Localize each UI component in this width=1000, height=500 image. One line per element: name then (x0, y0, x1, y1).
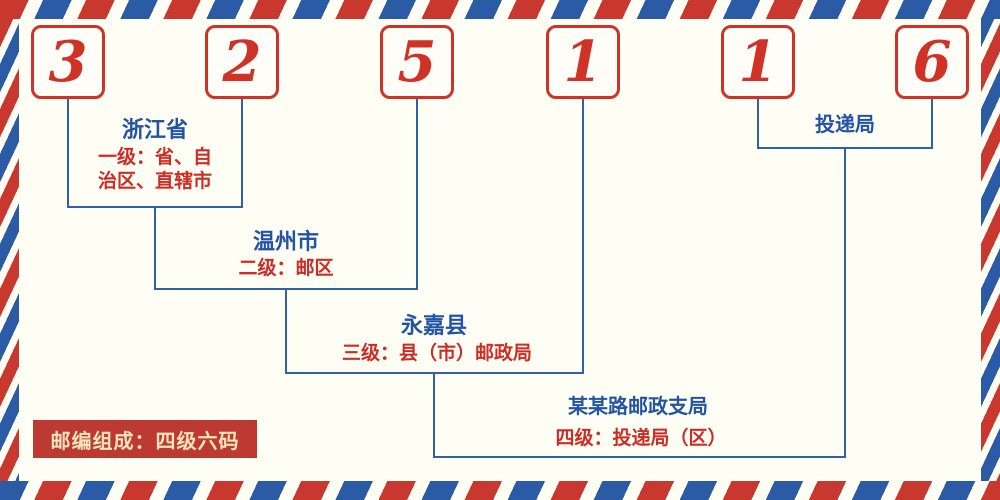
level1-desc-line2: 治区、直辖市 (97, 170, 213, 192)
level3-desc-label: 三级：县（市）邮政局 (341, 342, 533, 364)
level2-desc-label: 二级：邮区 (238, 257, 334, 279)
digit-box-2: 2 (205, 25, 279, 99)
digit-5: 1 (738, 29, 778, 95)
airmail-border-top (0, 0, 1000, 19)
digit-3: 5 (397, 29, 437, 95)
connector-line-level4-left (433, 372, 435, 458)
connector-line-delivery-left (757, 99, 759, 149)
level2-place-label: 温州市 (252, 230, 320, 255)
connector-line-level4-bottom (433, 456, 846, 458)
airmail-border-bottom (0, 481, 1000, 500)
postal-code-composition-badge: 邮编组成：四级六码 (33, 420, 257, 458)
digit-2: 2 (222, 29, 262, 95)
connector-line-level2-left (154, 206, 156, 290)
digit-box-5: 1 (721, 25, 795, 99)
connector-line-delivery-right (931, 99, 933, 149)
connector-line-level4-right (844, 147, 846, 458)
digit-box-1: 3 (31, 25, 105, 99)
connector-line-level1-left (67, 99, 69, 208)
level3-place-label: 永嘉县 (400, 314, 468, 339)
level4-place-label: 某某路邮政支局 (568, 394, 708, 418)
connector-line-level1-right (241, 99, 243, 208)
connector-line-level2-right (416, 99, 418, 290)
airmail-border-left (0, 19, 19, 481)
digit-4: 1 (563, 29, 603, 95)
digit-box-3: 5 (380, 25, 454, 99)
level1-place-label: 浙江省 (121, 118, 189, 143)
level1-desc-line1: 一级：省、自 (97, 146, 213, 168)
connector-line-level3-left (285, 288, 287, 374)
digit-6: 6 (912, 29, 952, 95)
airmail-border-right (981, 19, 1000, 481)
digit-1: 3 (48, 29, 88, 95)
connector-line-level3-right (582, 99, 584, 374)
level4-desc-label: 四级：投递局（区） (555, 427, 727, 449)
connector-line-delivery-bottom (757, 147, 933, 149)
delivery-office-label: 投递局 (815, 112, 875, 136)
digit-box-4: 1 (546, 25, 620, 99)
digit-box-6: 6 (895, 25, 969, 99)
